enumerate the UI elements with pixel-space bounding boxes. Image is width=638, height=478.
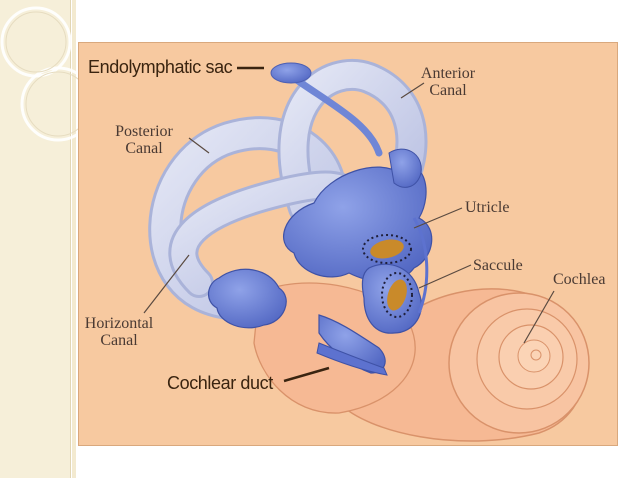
- cochlea-label: Cochlea: [553, 271, 606, 288]
- leader-lines: [143, 66, 555, 383]
- anterior-label-line2: Canal: [429, 82, 467, 99]
- horizontal-canal-label: Horizontal Canal: [79, 315, 159, 349]
- posterior-label-line1: Posterior: [115, 123, 173, 140]
- inner-ear-illustration: [143, 58, 590, 442]
- saccule-macula: [381, 272, 413, 318]
- horizontal-label-line1: Horizontal: [84, 315, 154, 332]
- inner-ear-diagram: Endolymphatic sac Anterior Canal Posteri…: [78, 42, 618, 446]
- saccule-label: Saccule: [473, 257, 523, 274]
- decorative-side-strip: [0, 0, 76, 478]
- utricle-macula: [362, 234, 412, 264]
- anterior-label-line1: Anterior: [420, 65, 476, 82]
- cochlear-duct-label: Cochlear duct: [167, 373, 273, 393]
- utricle-label: Utricle: [465, 199, 510, 216]
- posterior-canal-label: Posterior Canal: [99, 123, 189, 157]
- endolymphatic-sac-label: Endolymphatic sac: [88, 57, 233, 77]
- decorative-circles: [0, 6, 80, 142]
- horizontal-label-line2: Canal: [100, 332, 138, 349]
- anterior-canal-label: Anterior Canal: [403, 65, 493, 99]
- posterior-label-line2: Canal: [125, 140, 163, 157]
